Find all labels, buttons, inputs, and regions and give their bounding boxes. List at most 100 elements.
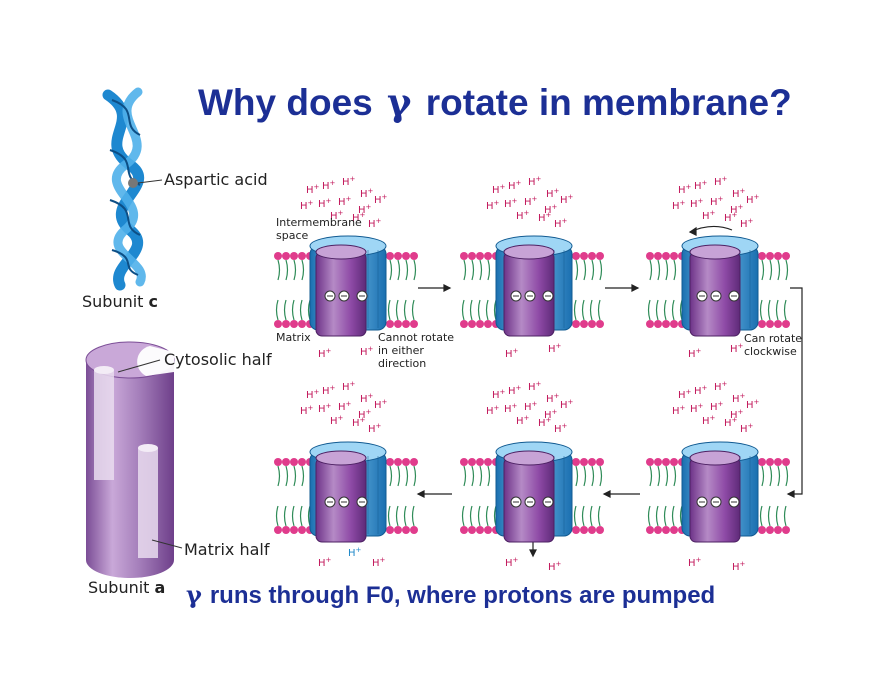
proton-glyph: H+ [732, 187, 746, 200]
membrane-panel [460, 441, 604, 543]
cannot-rotate-label: Cannot rotate in either direction [378, 331, 455, 370]
cytosolic-half-label: Cytosolic half [164, 350, 272, 369]
aspartic-acid-label: Aspartic acid [164, 170, 268, 189]
proton-glyph: H+ [690, 402, 704, 415]
proton-glyph: H+ [724, 416, 738, 429]
proton-glyph: H+ [486, 404, 500, 417]
membrane-panel [460, 235, 604, 337]
proton-glyph: H+ [492, 388, 506, 401]
subunit-a-cylinder [85, 341, 183, 578]
proton-glyph: H+ [300, 199, 314, 212]
subunit-a-label: Subunit a [88, 578, 165, 597]
proton-glyph: H+ [348, 546, 362, 559]
proton-glyph: H+ [360, 392, 374, 405]
proton-glyph: H+ [538, 416, 552, 429]
page-subtitle: γ runs through F0, where protons are pump… [186, 580, 715, 610]
aspartic-acid-marker [128, 178, 138, 188]
proton-glyph: H+ [690, 197, 704, 210]
proton-glyph: H+ [492, 183, 506, 196]
subunit-a-letter: a [154, 578, 166, 597]
proton-glyph: H+ [528, 175, 542, 188]
proton-glyph: H+ [672, 199, 686, 212]
proton-glyph: H+ [368, 422, 382, 435]
proton-glyph: H+ [548, 560, 562, 573]
proton-glyph: H+ [724, 211, 738, 224]
proton-glyph: H+ [740, 217, 754, 230]
proton-glyph: H+ [318, 197, 332, 210]
can-rotate-label: Can rotate clockwise [744, 332, 803, 358]
proton-glyph: H+ [730, 342, 744, 355]
proton-glyph: H+ [694, 384, 708, 397]
proton-glyph: H+ [338, 195, 352, 208]
matrix-label: Matrix [276, 331, 311, 344]
proton-glyph: H+ [322, 179, 336, 192]
proton-glyph: H+ [508, 384, 522, 397]
page-title: Why does γ rotate in membrane? [198, 80, 792, 124]
subtitle-gamma-symbol: γ [186, 580, 202, 609]
proton-glyph: H+ [508, 179, 522, 192]
proton-glyph: H+ [714, 175, 728, 188]
membrane-panel [646, 441, 790, 543]
proton-glyph: H+ [524, 400, 538, 413]
proton-glyph: H+ [322, 384, 336, 397]
proton-glyph: H+ [672, 404, 686, 417]
proton-glyph: H+ [374, 398, 388, 411]
membrane-panel [274, 235, 418, 337]
proton-glyph: H+ [516, 414, 530, 427]
subunit-c-helix [102, 87, 163, 291]
proton-glyph: H+ [318, 347, 332, 360]
proton-glyph: H+ [554, 217, 568, 230]
proton-glyph: H+ [694, 179, 708, 192]
subtitle-text: runs through F0, where protons are pumpe… [209, 582, 716, 609]
proton-glyph: H+ [538, 211, 552, 224]
proton-glyph: H+ [710, 400, 724, 413]
proton-glyph: H+ [528, 380, 542, 393]
proton-glyph: H+ [710, 195, 724, 208]
process-arrows [416, 225, 803, 558]
proton-glyph: H+ [504, 402, 518, 415]
proton-glyph: H+ [505, 347, 519, 360]
proton-glyph: H+ [560, 398, 574, 411]
proton-glyph: H+ [740, 422, 754, 435]
proton-glyph: H+ [372, 556, 386, 569]
proton-glyph: H+ [330, 414, 344, 427]
proton-glyph: H+ [714, 380, 728, 393]
intermembrane-space-label: Intermembrane space [276, 216, 362, 242]
proton-glyph: H+ [678, 388, 692, 401]
proton-glyph: H+ [306, 388, 320, 401]
membrane-panel [274, 441, 418, 543]
proton-glyph: H+ [504, 197, 518, 210]
proton-glyph: H+ [732, 560, 746, 573]
title-suffix: rotate in membrane? [425, 82, 792, 123]
membrane-panel [646, 235, 790, 337]
proton-glyph: H+ [306, 183, 320, 196]
proton-glyph: H+ [732, 392, 746, 405]
proton-glyph: H+ [746, 193, 760, 206]
proton-glyph: H+ [688, 347, 702, 360]
proton-glyph: H+ [548, 342, 562, 355]
subunit-c-letter: c [148, 292, 159, 311]
proton-glyph: H+ [516, 209, 530, 222]
proton-glyph: H+ [678, 183, 692, 196]
proton-glyph: H+ [342, 175, 356, 188]
proton-glyph: H+ [342, 380, 356, 393]
proton-glyph: H+ [300, 404, 314, 417]
subunit-a-prefix: Subunit [88, 578, 150, 597]
title-prefix: Why does [198, 82, 373, 123]
proton-glyph: H+ [524, 195, 538, 208]
proton-glyph: H+ [688, 556, 702, 569]
proton-glyph: H+ [318, 556, 332, 569]
proton-glyph: H+ [505, 556, 519, 569]
proton-glyph: H+ [360, 187, 374, 200]
proton-glyph: H+ [702, 414, 716, 427]
proton-glyph: H+ [560, 193, 574, 206]
proton-glyph: H+ [554, 422, 568, 435]
matrix-half-label: Matrix half [184, 540, 270, 559]
proton-glyph: H+ [360, 345, 374, 358]
proton-glyph: H+ [352, 416, 366, 429]
proton-glyph: H+ [702, 209, 716, 222]
proton-glyph: H+ [318, 402, 332, 415]
proton-glyph: H+ [546, 392, 560, 405]
subunit-c-label: Subunit c [82, 292, 158, 311]
